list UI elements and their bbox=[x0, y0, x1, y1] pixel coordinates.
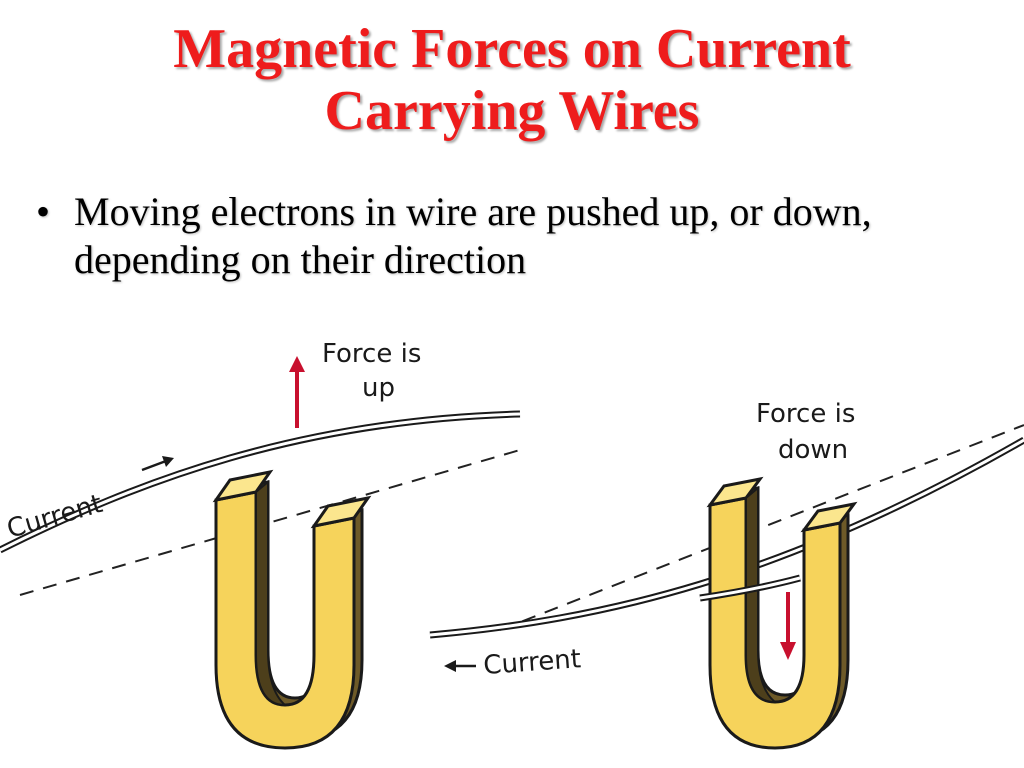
title-line-2: Carrying Wires bbox=[324, 80, 700, 142]
right-dashed-line bbox=[499, 424, 1024, 631]
left-scene: Force is up Current bbox=[0, 339, 521, 750]
right-current-label: Current bbox=[482, 644, 582, 681]
left-dashed-line bbox=[19, 449, 521, 596]
magnet-force-illustration: Force is up Current bbox=[0, 339, 1024, 750]
left-current-arrow-icon bbox=[141, 459, 167, 472]
right-force-label-line-2: down bbox=[778, 435, 848, 465]
left-force-arrowhead-icon bbox=[289, 356, 305, 372]
bullet-item: • Moving electrons in wire are pushed up… bbox=[30, 188, 990, 284]
right-magnet bbox=[706, 476, 858, 750]
right-force-arrowhead-icon bbox=[780, 642, 796, 660]
right-scene: Force is down Current bbox=[429, 399, 1024, 750]
bullet-text: Moving electrons in wire are pushed up, … bbox=[74, 189, 872, 282]
right-force-label-line-1: Force is bbox=[756, 399, 855, 429]
bullet-dot-icon: • bbox=[36, 189, 51, 234]
title-line-1: Magnetic Forces on Current bbox=[173, 18, 851, 80]
left-magnet bbox=[212, 469, 372, 750]
left-current-label: Current bbox=[4, 489, 106, 545]
left-force-label-line-2: up bbox=[362, 373, 395, 403]
bullet-list: • Moving electrons in wire are pushed up… bbox=[30, 188, 990, 284]
slide-title: Magnetic Forces on Current Carrying Wire… bbox=[0, 18, 1024, 142]
left-force-label-line-1: Force is bbox=[322, 339, 421, 369]
